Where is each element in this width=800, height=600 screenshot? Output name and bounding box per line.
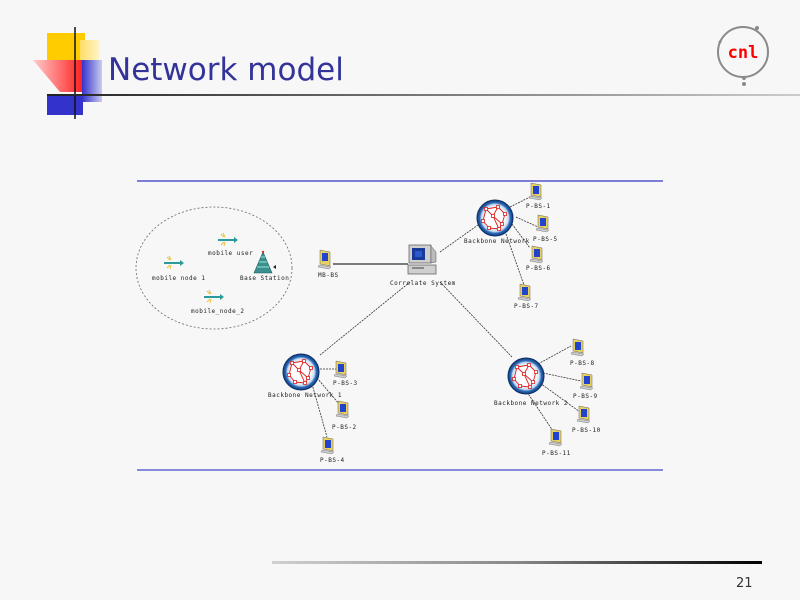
- links: [311, 195, 582, 438]
- node-label: Base Station: [240, 275, 290, 282]
- slide-number: 21: [736, 576, 753, 591]
- base-station-icon: [253, 250, 276, 274]
- mobile-node-icon: [204, 289, 224, 304]
- backbone-network-icon: [507, 357, 545, 395]
- page-title: Network model: [108, 52, 344, 88]
- link-correlate-bb0: [439, 224, 479, 253]
- mobile-node-icon: [218, 232, 238, 247]
- node-label: mobile user: [208, 250, 254, 257]
- station-label: P-BS-6: [526, 265, 551, 272]
- ornament-blue-block: [47, 95, 83, 115]
- station-label: P-BS-8: [570, 360, 595, 367]
- node-label: Correlate System: [390, 280, 456, 287]
- terminal-icon: [576, 405, 591, 424]
- station-label: P-BS-9: [573, 393, 598, 400]
- station-label: P-BS-5: [533, 236, 558, 243]
- link-correlate-bb2: [439, 281, 513, 358]
- terminal-icon: [579, 372, 594, 391]
- footer-rule: [272, 561, 762, 564]
- terminal-icon: [320, 436, 335, 455]
- terminal-icon: [570, 338, 585, 357]
- backbone-globes: [282, 199, 545, 395]
- ornament-blue-fade: [82, 60, 102, 102]
- ornament-yellow-block: [47, 33, 85, 63]
- computer-icon: [407, 244, 437, 275]
- title-rule: [47, 94, 800, 96]
- terminal-icon: [528, 182, 543, 201]
- terminal-icon: [335, 400, 350, 419]
- base-station-terminals: [320, 182, 594, 455]
- station-label: P-BS-3: [333, 380, 358, 387]
- logo-text: cnl: [728, 43, 759, 63]
- workstation-icon: [317, 249, 332, 270]
- backbone-network-icon: [282, 353, 320, 391]
- node-label: mobile_node_2: [191, 308, 245, 315]
- backbone-label: Backbone Network: [464, 238, 530, 245]
- mobile-group-boundary: [135, 206, 293, 330]
- station-label: P-BS-10: [572, 427, 601, 434]
- station-label: P-BS-1: [526, 203, 551, 210]
- terminal-icon: [517, 283, 532, 302]
- node-label: MB-BS: [318, 272, 339, 279]
- terminal-icon: [548, 428, 563, 447]
- terminal-icon: [333, 360, 348, 379]
- mobile-node-icon: [164, 255, 184, 270]
- cnl-logo: cnl: [717, 26, 769, 86]
- station-label: P-BS-11: [542, 450, 571, 457]
- backbone-label: Backbone Network 1: [268, 392, 343, 399]
- link-correlate-bb1: [319, 281, 411, 356]
- station-label: P-BS-4: [320, 457, 345, 464]
- node-label: mobile node 1: [152, 275, 206, 282]
- terminal-icon: [535, 214, 550, 233]
- terminal-icon: [529, 245, 544, 264]
- title-ornament: [33, 27, 102, 119]
- station-label: P-BS-2: [332, 424, 357, 431]
- ornament-red-fade: [33, 60, 82, 92]
- backbone-network-icon: [476, 199, 514, 237]
- backbone-label: Backbone Network 2: [494, 400, 569, 407]
- station-label: P-BS-7: [514, 303, 539, 310]
